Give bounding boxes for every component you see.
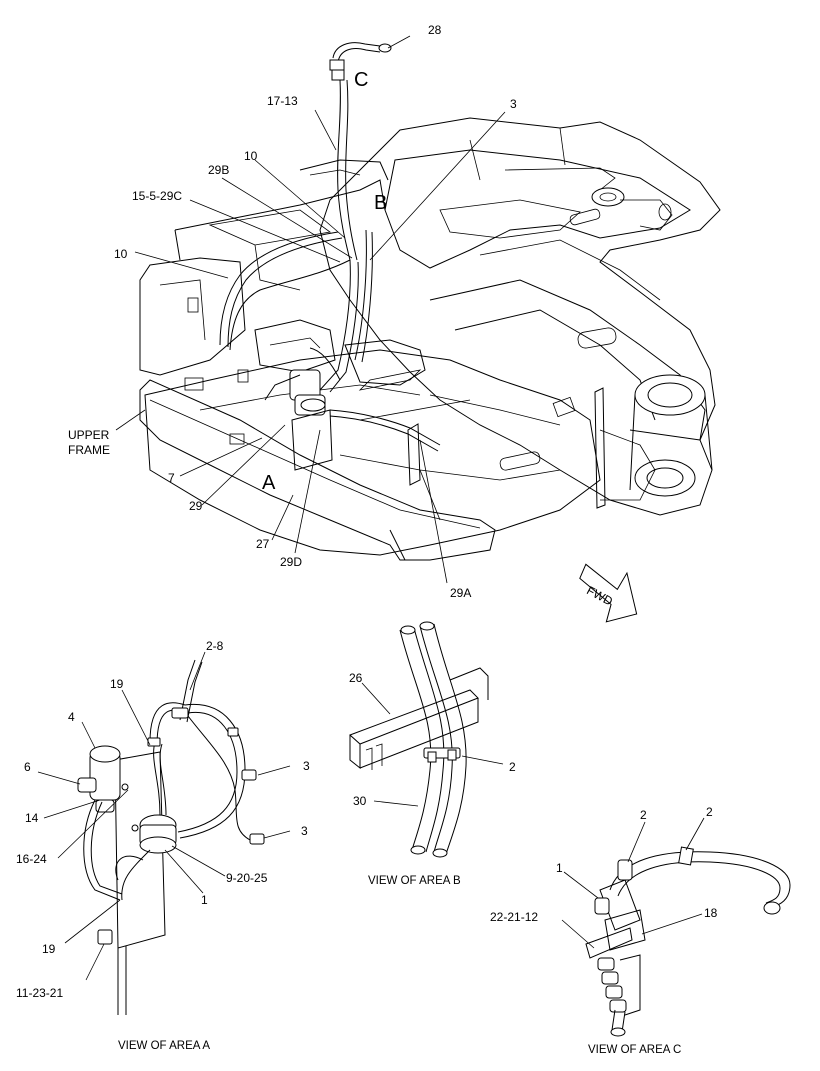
callout-29: 29 (189, 499, 203, 513)
callout-17-13: 17-13 (267, 94, 298, 108)
area-b-letter: B (374, 192, 387, 214)
callout-29d: 29D (280, 555, 302, 569)
area-a-callout-19-top: 19 (110, 677, 124, 691)
area-c-callout-2-left: 2 (640, 808, 647, 822)
area-b-callout-30: 30 (353, 794, 367, 808)
area-b-callout-2: 2 (509, 760, 516, 774)
area-c-callout-1: 1 (556, 861, 563, 875)
callout-10-top: 10 (244, 149, 258, 163)
view-area-b-drawing (349, 621, 504, 858)
callout-10-left: 10 (114, 247, 128, 261)
area-c-callout-18: 18 (704, 906, 718, 920)
area-c-callout-22-21-12: 22-21-12 (490, 910, 538, 924)
main-leader-lines (115, 35, 506, 584)
fwd-arrow: FWD (579, 563, 638, 623)
area-c-callout-2-right: 2 (706, 805, 713, 819)
main-hose-routing (219, 42, 441, 471)
view-area-a-drawing (37, 651, 291, 1015)
view-area-b-caption: VIEW OF AREA B (368, 875, 461, 887)
upper-frame-drawing (139, 117, 721, 561)
area-a-callout-2-8: 2-8 (206, 639, 224, 653)
area-a-callout-1: 1 (201, 893, 208, 907)
area-a-callout-6: 6 (24, 760, 31, 774)
view-area-a-caption: VIEW OF AREA A (118, 1040, 210, 1052)
callout-7: 7 (168, 471, 175, 485)
area-a-callout-9-20-25: 9-20-25 (226, 871, 268, 885)
area-b-callout-26: 26 (349, 671, 363, 685)
upper-frame-label-2: FRAME (68, 443, 110, 457)
area-a-callout-3-upper: 3 (303, 759, 310, 773)
area-a-callout-19-bottom: 19 (42, 942, 56, 956)
callout-29b: 29B (208, 163, 229, 177)
view-area-c-caption: VIEW OF AREA C (588, 1044, 681, 1056)
callout-3: 3 (510, 97, 517, 111)
area-a-callout-4: 4 (68, 710, 75, 724)
area-a-callout-16-24: 16-24 (16, 852, 47, 866)
area-a-letter: A (262, 472, 276, 494)
area-a-callout-11-23-21: 11-23-21 (16, 986, 63, 1000)
area-c-letter: C (354, 69, 368, 91)
area-a-callout-3-lower: 3 (301, 824, 308, 838)
upper-frame-label-1: UPPER (68, 428, 110, 442)
callout-28: 28 (428, 23, 442, 37)
area-a-callout-14: 14 (25, 811, 39, 825)
callout-15-5-29c: 15-5-29C (132, 189, 182, 203)
view-area-c-drawing (561, 817, 791, 1037)
callout-27: 27 (256, 537, 270, 551)
callout-29a: 29A (450, 586, 471, 600)
